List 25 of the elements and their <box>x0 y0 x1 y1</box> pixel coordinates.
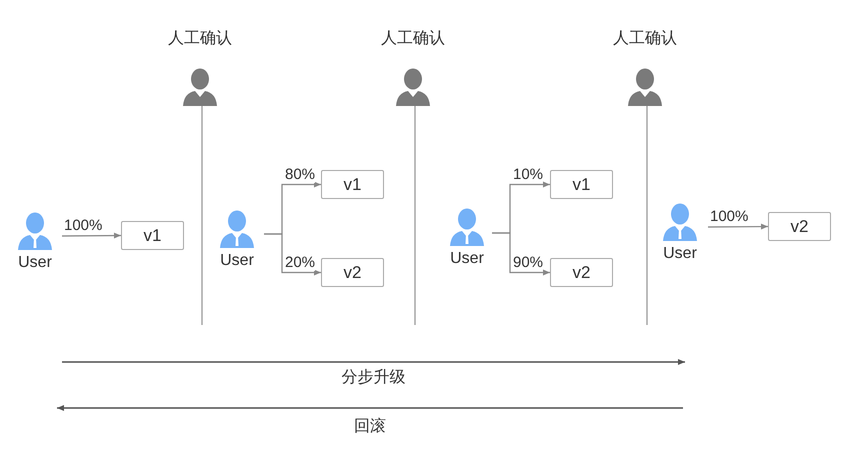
direction-label: 回滚 <box>354 418 386 436</box>
reviewer-label: 人工确认 <box>381 30 445 48</box>
user-label: User <box>663 245 697 263</box>
reviewer-label: 人工确认 <box>613 30 677 48</box>
edge-label: 10% <box>513 166 544 182</box>
edge-label: 20% <box>285 254 316 270</box>
arrow <box>492 232 550 276</box>
arrow <box>708 224 768 230</box>
direction-label: 分步升级 <box>342 369 406 387</box>
version-box: v1 <box>321 170 384 199</box>
version-box: v2 <box>768 212 831 241</box>
version-box: v1 <box>121 221 184 250</box>
edge-label: 100% <box>710 208 748 224</box>
user-label: User <box>220 252 254 270</box>
edge-label: 80% <box>285 166 316 182</box>
edge-label: 90% <box>513 254 544 270</box>
version-box: v2 <box>550 258 613 287</box>
version-box: v2 <box>321 258 384 287</box>
edge-label: 100% <box>64 218 102 234</box>
reviewer-label: 人工确认 <box>168 30 232 48</box>
arrow <box>62 232 121 239</box>
version-box: v1 <box>550 170 613 199</box>
user-label: User <box>450 250 484 268</box>
user-label: User <box>18 254 52 272</box>
arrow <box>264 233 321 276</box>
